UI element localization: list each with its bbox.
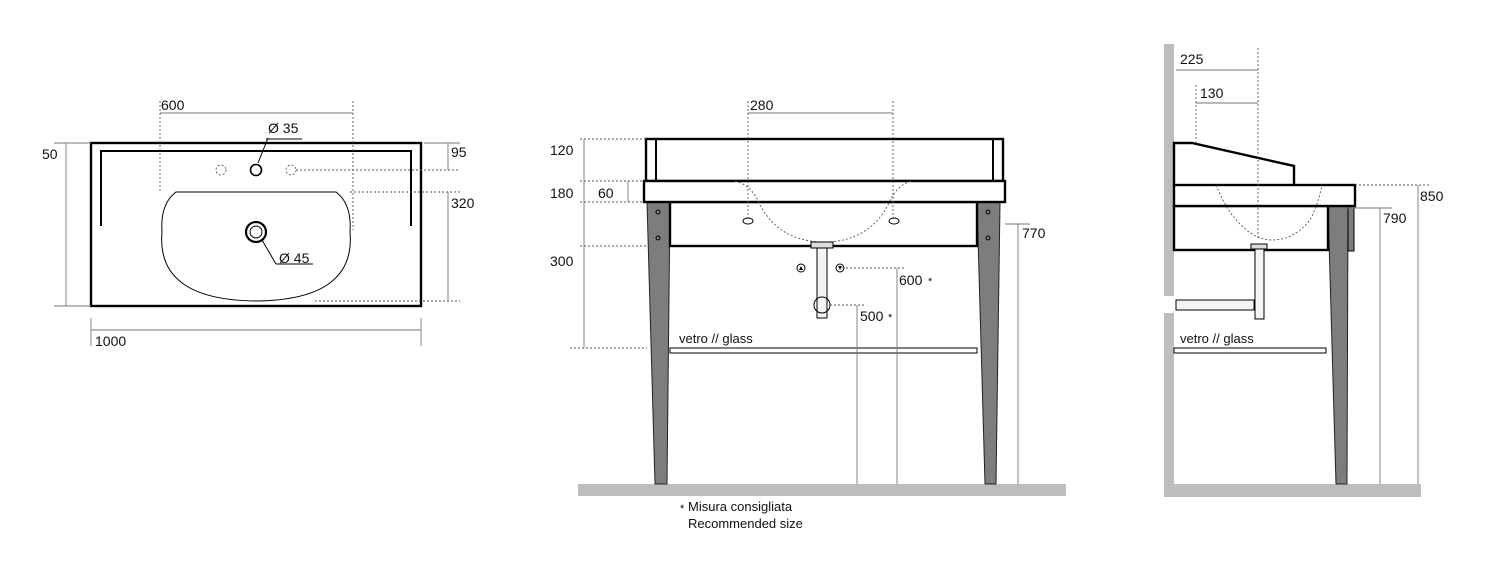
top-view-outline (89, 141, 423, 308)
dim-850: 850 (1420, 188, 1444, 204)
dim-790: 790 (1383, 210, 1407, 226)
side-basin-hidden (1215, 184, 1323, 241)
side-frame (1172, 204, 1330, 252)
dim-500-recommended: 500 (860, 308, 884, 324)
top-view: 600 50 Ø 35 95 320 Ø 45 1000 (42, 97, 475, 349)
front-leg-left (646, 201, 671, 485)
dim-95: 95 (451, 144, 467, 160)
side-glass-label: vetro // glass (1180, 331, 1254, 346)
asterisk-600: * (928, 276, 933, 288)
front-leg-right (976, 201, 1001, 485)
front-frame (668, 200, 979, 248)
side-leg (1327, 205, 1349, 485)
asterisk-500: * (888, 312, 893, 324)
basin-outline (161, 191, 351, 302)
dim-600: 600 (161, 97, 185, 113)
note-asterisk: * (680, 503, 685, 515)
note-italian: Misura consigliata (688, 499, 793, 514)
top-view-backsplash (100, 150, 412, 226)
side-view: 225 130 790 850 vetro // glass (1164, 44, 1444, 497)
dim-45: Ø 45 (279, 250, 310, 266)
front-backsplash (644, 137, 1005, 183)
front-glass-label: vetro // glass (679, 331, 753, 346)
dim-1000: 1000 (95, 333, 126, 349)
side-backsplash (1172, 141, 1296, 185)
side-wall-lower (1164, 313, 1174, 488)
front-basin-hidden (734, 180, 913, 243)
dim-120: 120 (550, 142, 574, 158)
side-glass-shelf (1173, 347, 1327, 354)
side-floor (1164, 484, 1421, 497)
dim-770: 770 (1022, 225, 1046, 241)
drain-inner (249, 225, 263, 239)
dim-180: 180 (550, 185, 574, 201)
dim-600-recommended: 600 (899, 272, 923, 288)
optional-hole-left (215, 164, 227, 176)
dim-50: 50 (42, 146, 58, 162)
side-countertop (1172, 183, 1357, 208)
dim-300: 300 (550, 253, 574, 269)
dim-130: 130 (1200, 85, 1224, 101)
front-countertop (642, 179, 1007, 204)
dim-320: 320 (451, 195, 475, 211)
note-english: Recommended size (688, 516, 803, 531)
drain-hole (244, 220, 268, 244)
dim-280: 280 (750, 97, 774, 113)
front-view: 280 120 180 60 300 770 600 * 500 * vetro… (550, 97, 1066, 531)
dim-225: 225 (1180, 51, 1204, 67)
side-wall-upper (1164, 44, 1174, 296)
front-floor (578, 484, 1066, 496)
front-glass-shelf (669, 347, 978, 354)
dim-35: Ø 35 (268, 120, 299, 136)
tap-hole (249, 163, 263, 177)
dim-60: 60 (598, 185, 614, 201)
